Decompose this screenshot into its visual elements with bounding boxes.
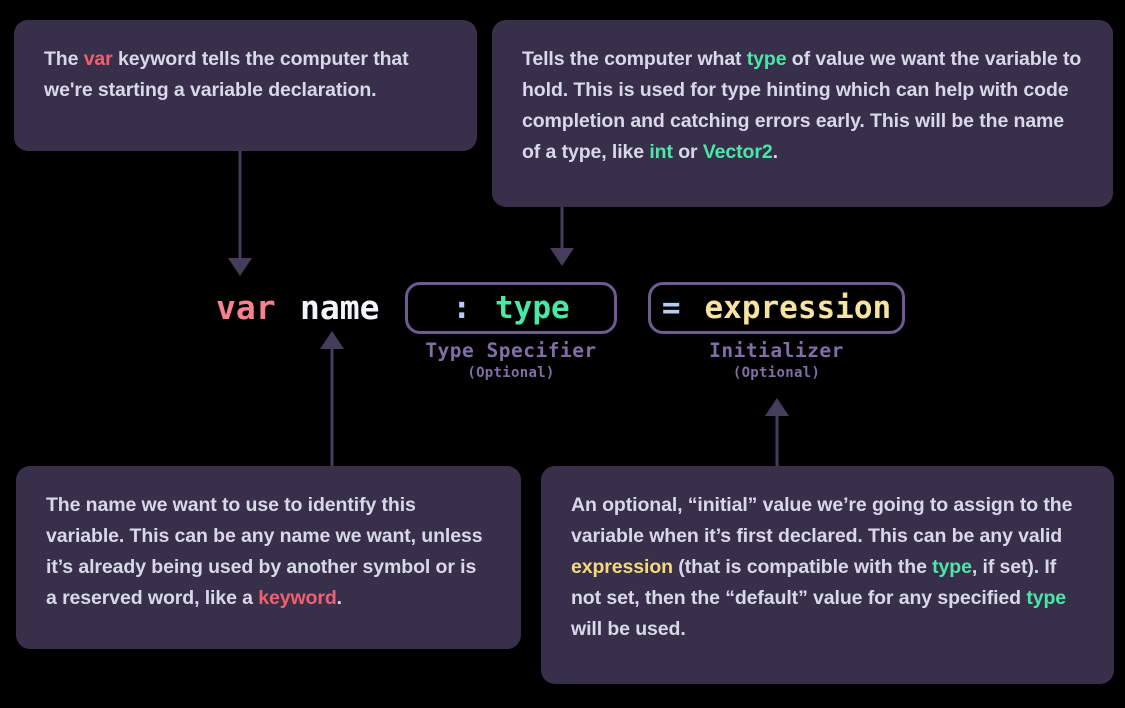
callout-type-seg-1: type xyxy=(746,48,787,70)
arrow-expression-callout-to-initializer xyxy=(765,398,789,468)
caption-type-specifier: Type Specifier (Optional) xyxy=(385,339,637,383)
callout-expression-seg-6: will be used. xyxy=(571,618,686,640)
callout-type-seg-4: or xyxy=(672,141,703,163)
callout-type-seg-0: Tells the computer what xyxy=(522,48,747,70)
caption-initializer-subtitle: (Optional) xyxy=(732,365,821,381)
syntax-slot-type-specifier: : type xyxy=(405,282,617,334)
callout-type-specifier: Tells the computer what type of value we… xyxy=(492,20,1113,207)
arrow-name-callout-to-name xyxy=(320,331,344,468)
callout-type-seg-3: int xyxy=(649,141,673,163)
callout-type-seg-2: of value we want the variable to hold. T… xyxy=(522,48,1082,163)
syntax-token-type: type xyxy=(495,289,570,326)
arrow-type-callout-to-type-slot xyxy=(550,205,574,266)
syntax-operator-equals: = xyxy=(661,289,681,326)
callout-expression-seg-5: type xyxy=(1026,587,1067,609)
caption-initializer-title: Initializer xyxy=(709,339,844,362)
callout-expression-text: An optional, “initial” value we’re going… xyxy=(541,466,1114,669)
syntax-token-var-keyword: var xyxy=(216,288,276,327)
callout-expression-seg-0: An optional, “initial” value we’re going… xyxy=(571,494,1073,547)
callout-name-seg-1: keyword xyxy=(258,587,337,609)
callout-var-seg-2: keyword tells the computer that we're st… xyxy=(44,48,409,101)
callout-expression-seg-4: , if set). If not set, then the “default… xyxy=(571,556,1057,609)
syntax-slot-initializer: = expression xyxy=(648,282,905,334)
callout-name-seg-0: The name we want to use to identify this… xyxy=(46,494,483,609)
callout-name-text: The name we want to use to identify this… xyxy=(16,466,521,638)
syntax-token-expression: expression xyxy=(704,289,892,326)
syntax-declaration-row: var name : type = expression xyxy=(0,280,1125,340)
callout-type-text: Tells the computer what type of value we… xyxy=(492,20,1113,192)
callout-expression-seg-1: expression xyxy=(571,556,673,578)
caption-type-specifier-subtitle: (Optional) xyxy=(467,365,555,381)
callout-type-seg-6: . xyxy=(772,141,778,163)
callout-type-seg-5: Vector2 xyxy=(702,141,773,163)
callout-var-seg-0: The xyxy=(44,48,84,70)
caption-initializer: Initializer (Optional) xyxy=(648,339,905,383)
callout-expression-seg-2: (that is compatible with the xyxy=(672,556,933,578)
caption-type-specifier-title: Type Specifier xyxy=(425,339,597,362)
syntax-operator-colon: : xyxy=(452,289,471,326)
callout-var-text: The var keyword tells the computer that … xyxy=(14,20,477,130)
callout-var-seg-1: var xyxy=(83,48,113,70)
callout-name-seg-2: . xyxy=(336,587,342,609)
callout-initializer-expression: An optional, “initial” value we’re going… xyxy=(541,466,1114,684)
callout-expression-seg-3: type xyxy=(932,556,972,578)
syntax-token-name: name xyxy=(300,288,380,327)
callout-var-keyword: The var keyword tells the computer that … xyxy=(14,20,477,151)
arrow-var-callout-to-keyword xyxy=(228,149,252,276)
callout-variable-name: The name we want to use to identify this… xyxy=(16,466,521,649)
